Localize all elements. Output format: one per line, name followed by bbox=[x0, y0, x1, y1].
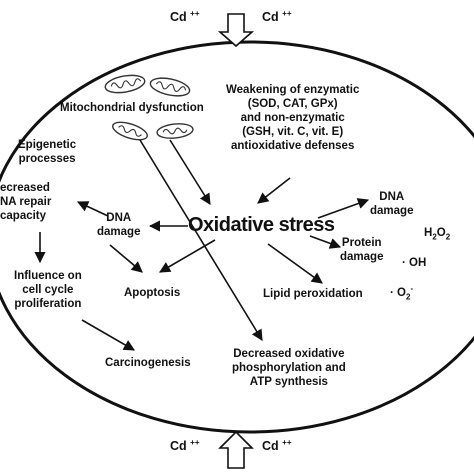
cd-label-top-left: Cd ++ bbox=[170, 8, 200, 24]
dna-damage-left-label: DNA damage bbox=[97, 212, 141, 238]
mitochondrion-icon bbox=[112, 121, 148, 141]
mitochondrion-icon bbox=[149, 77, 191, 97]
epigenetic-processes-label: Epigenetic processes bbox=[18, 139, 77, 165]
arrow-cell-cycle-to-carcinogenesis bbox=[81, 319, 135, 351]
apoptosis-label: Apoptosis bbox=[124, 287, 181, 299]
carcinogenesis-label: Carcinogenesis bbox=[105, 357, 191, 369]
antioxidative-defenses-label: Weakening of enzymatic (SOD, CAT, GPx) a… bbox=[226, 84, 360, 152]
arrow-os-to-apoptosis bbox=[159, 239, 216, 273]
arrow-mito-to-oxidative-stress bbox=[169, 139, 211, 205]
arrow-weakening-to-oxidative-stress bbox=[257, 177, 291, 204]
arrow-dna-to-decreased-repair bbox=[76, 201, 109, 217]
arrow-os-to-lipid bbox=[267, 243, 323, 284]
mitochondrion-icon bbox=[104, 74, 146, 94]
decreased-dna-repair-label: ecreased NA repair capacity bbox=[0, 182, 52, 222]
lipid-peroxidation-label: Lipid peroxidation bbox=[263, 288, 363, 300]
arrow-mito-to-decreased-ox bbox=[139, 139, 263, 341]
cell-cycle-label: Influence on cell cycle proliferation bbox=[14, 270, 82, 310]
protein-damage-label: Protein damage bbox=[340, 237, 384, 263]
arrow-dna-to-apoptosis bbox=[109, 244, 143, 273]
hydroxyl-radical-label: · OH bbox=[402, 257, 427, 269]
cell-outline bbox=[0, 40, 474, 434]
oxidative-stress-label: Oxidative stress bbox=[188, 214, 335, 236]
mitochondrion-icon bbox=[156, 123, 194, 139]
cd-arrow-top bbox=[217, 13, 255, 48]
dna-damage-right-label: DNA damage bbox=[370, 191, 414, 217]
h2o2-label: H2O2 bbox=[424, 227, 451, 242]
cd-label-top-right: Cd ++ bbox=[262, 8, 292, 24]
decreased-oxidative-phosphorylation-label: Decreased oxidative phosphorylation and … bbox=[232, 348, 346, 388]
arrow-os-to-dna-damage-right bbox=[317, 198, 370, 219]
superoxide-label: · O2- bbox=[390, 284, 414, 302]
mitochondrial-dysfunction-label: Mitochondrial dysfunction bbox=[60, 102, 204, 114]
cd-arrow-bottom bbox=[218, 430, 254, 469]
arrow-os-to-protein-damage bbox=[309, 235, 342, 249]
cd-label-bottom-left: Cd ++ bbox=[170, 437, 200, 453]
cd-label-bottom-right: Cd ++ bbox=[262, 437, 292, 453]
